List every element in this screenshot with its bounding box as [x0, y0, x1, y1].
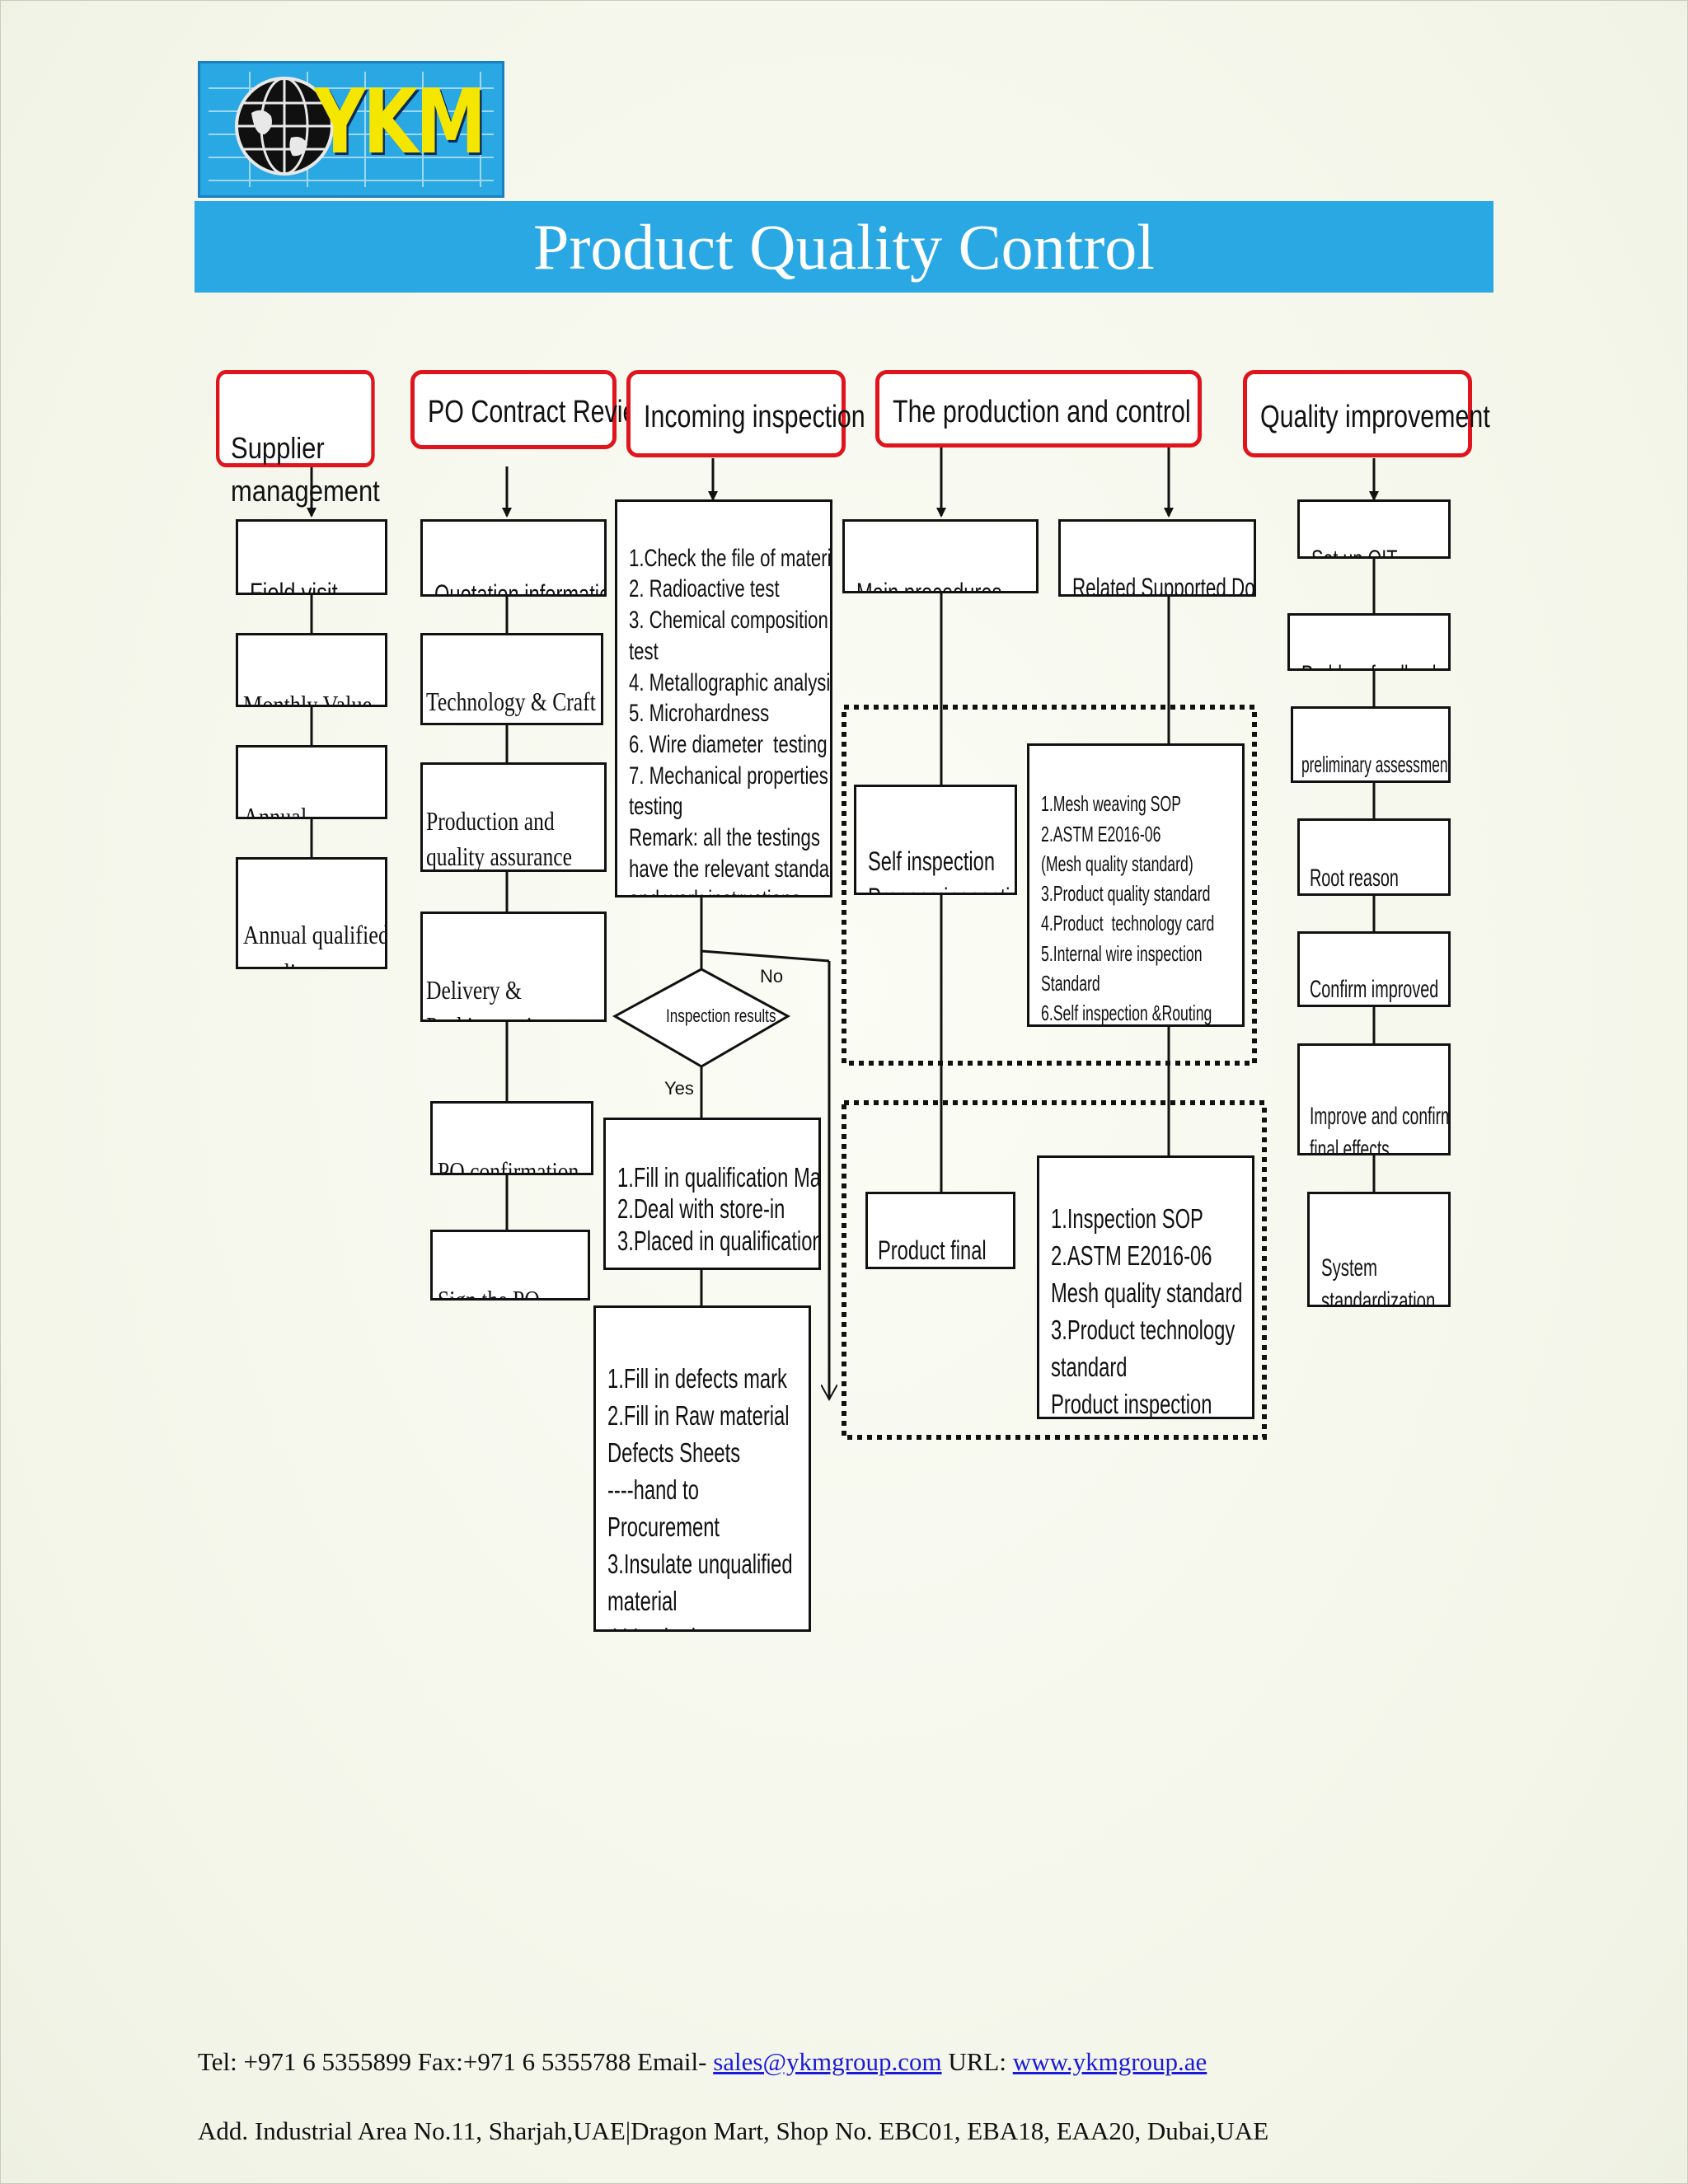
page-title: Product Quality Control	[533, 211, 1155, 283]
box-related-supported-doc: Related Supported Doc.	[1058, 519, 1256, 597]
category-label: PO Contract Review	[428, 395, 655, 429]
box-quotation-information: Quotation information	[420, 519, 607, 597]
box-monthly-value: Monthly Value	[236, 633, 387, 707]
box-problem-feedback: Problem feedback	[1287, 613, 1451, 671]
email-link[interactable]: sales@ykmgroup.com	[713, 2047, 942, 2076]
inspection-results-diamond	[612, 968, 791, 1068]
category-label: Incoming inspection	[644, 400, 865, 434]
box-product-final-inspection: Product final inspection	[865, 1192, 1015, 1269]
box-technology-craft-reviews: Technology & Craft Reviews	[420, 633, 603, 725]
box-field-visit: Field visit	[236, 519, 387, 595]
box-qualified-actions: 1.Fill in qualification Mark 2.Deal with…	[603, 1118, 821, 1270]
box-improve-confirm-final-effects: Improve and confirm final effects	[1297, 1043, 1451, 1155]
box-label: Improve and confirm final effects	[1310, 1103, 1451, 1155]
box-self-inspection-docs: 1.Mesh weaving SOP 2.ASTM E2016-06 (Mesh…	[1027, 743, 1245, 1027]
box-label: preliminary assessment corrective action	[1301, 752, 1451, 777]
box-self-process-inspection: Self inspection Process inspection	[854, 785, 1017, 895]
box-label: Self inspection Process inspection	[868, 846, 1015, 893]
box-annual-qualified-supplier: Annual qualified supplier	[236, 857, 387, 969]
box-production-quality-assurance-reviews: Production and quality assurance reviews	[420, 762, 607, 872]
no-label: No	[760, 966, 784, 987]
final-inspection-region	[842, 1100, 1267, 1440]
box-preliminary-assessment: preliminary assessment corrective action	[1291, 706, 1451, 783]
title-bar: Product Quality Control	[195, 201, 1493, 293]
box-confirm-improved-effects: Confirm improved effects	[1297, 931, 1451, 1007]
box-label: 1.Mesh weaving SOP 2.ASTM E2016-06 (Mesh…	[1041, 791, 1215, 1026]
box-system-standardization: System standardization	[1307, 1192, 1451, 1307]
box-label: Production and quality assurance reviews	[426, 806, 572, 871]
box-label: 1.Fill in defects mark 2.Fill in Raw mat…	[607, 1363, 804, 1629]
website-link[interactable]: www.ykmgroup.ae	[1012, 2047, 1207, 2076]
box-incoming-checklist: 1.Check the file of material 2. Radioact…	[615, 499, 832, 898]
box-label: 1.Inspection SOP 2.ASTM E2016-06 Mesh qu…	[1051, 1203, 1243, 1419]
box-po-confirmation: PO confirmation	[430, 1101, 593, 1175]
box-label: Related Supported Doc.	[1072, 573, 1256, 597]
box-label: System standardization	[1321, 1254, 1436, 1307]
category-supplier-management: Supplier management	[216, 370, 380, 508]
category-label: Quality improvement	[1260, 400, 1490, 434]
category-incoming-inspection: Incoming inspection	[626, 370, 865, 457]
box-label: 1.Check the file of material 2. Radioact…	[629, 544, 832, 895]
box-label: Main procedures	[856, 578, 1002, 593]
box-label: Annual Value	[243, 802, 307, 819]
box-label: Root reason analyzing	[1310, 865, 1399, 892]
box-label: Quotation information	[434, 579, 607, 597]
category-quality-improvement: Quality improvement	[1243, 370, 1490, 457]
ykm-logo: YKM	[198, 61, 504, 198]
box-label: Field visit	[250, 578, 338, 595]
self-inspection-region	[842, 705, 1257, 1066]
box-label: Product final inspection	[878, 1235, 987, 1265]
box-label: Sign the PO	[438, 1285, 540, 1301]
logo-text: YKM	[314, 71, 486, 174]
category-production-and-control: The production and control	[875, 370, 1202, 448]
box-set-up-qit: Set up QIT	[1297, 499, 1451, 559]
box-label: Delivery & Packing reviews	[426, 975, 565, 1019]
logo-grid	[209, 72, 494, 187]
box-root-reason-analyzing: Root reason analyzing	[1297, 818, 1451, 896]
box-label: Annual qualified supplier	[243, 920, 387, 967]
box-label: Monthly Value	[243, 690, 373, 707]
decision-label: Inspection results	[666, 1005, 776, 1026]
category-po-contract-review: PO Contract Review	[410, 370, 655, 449]
box-label: 1.Fill in qualification Mark 2.Deal with…	[617, 1161, 821, 1268]
box-label: Technology & Craft Reviews	[426, 687, 596, 716]
box-sign-the-po: Sign the PO	[430, 1230, 590, 1301]
contact-line: Tel: +971 6 5355899 Fax:+971 6 5355788 E…	[198, 2047, 1207, 2077]
box-final-inspection-docs: 1.Inspection SOP 2.ASTM E2016-06 Mesh qu…	[1037, 1155, 1254, 1419]
yes-label: Yes	[664, 1078, 694, 1099]
box-label: Problem feedback	[1301, 660, 1441, 668]
globe-icon	[235, 77, 334, 176]
box-label: Confirm improved effects	[1310, 976, 1439, 1003]
box-label: PO confirmation	[438, 1156, 579, 1175]
box-annual-value: Annual Value	[236, 745, 387, 819]
box-delivery-packing-reviews: Delivery & Packing reviews	[420, 912, 607, 1022]
category-label: Supplier management	[231, 431, 380, 508]
box-main-procedures: Main procedures	[842, 519, 1039, 593]
contact-phone-fax: Tel: +971 6 5355899 Fax:+971 6 5355788 E…	[198, 2047, 714, 2076]
url-label: URL:	[941, 2047, 1013, 2076]
category-label: The production and control	[893, 395, 1191, 429]
box-defects-actions: 1.Fill in defects mark 2.Fill in Raw mat…	[593, 1305, 811, 1632]
box-label: Set up QIT	[1311, 545, 1410, 556]
address-line: Add. Industrial Area No.11, Sharjah,UAE|…	[198, 2116, 1269, 2145]
